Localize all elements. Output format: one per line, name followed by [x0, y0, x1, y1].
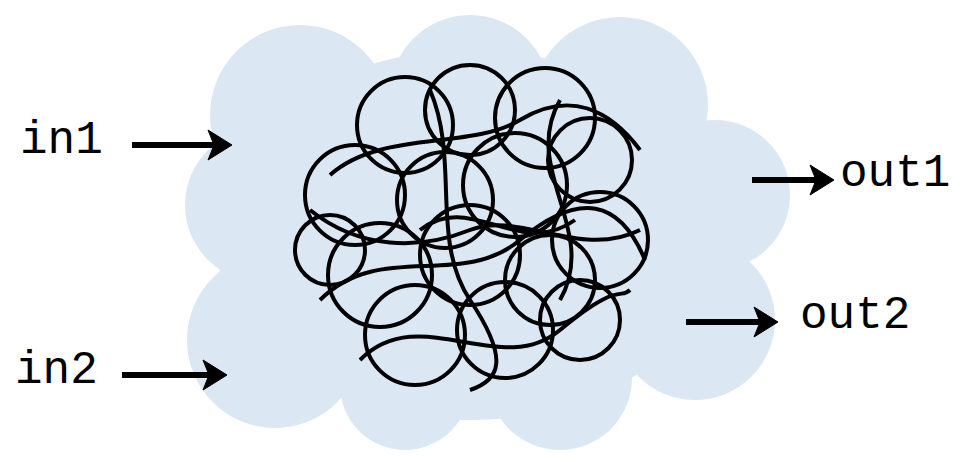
signal-label: out1	[840, 151, 950, 197]
signal-label: out2	[800, 293, 910, 339]
cloud-shape	[185, 15, 790, 450]
signal-label: in1	[20, 118, 103, 164]
signal-label: in2	[15, 348, 98, 394]
tangle	[295, 65, 648, 390]
signal-arrows	[122, 130, 834, 390]
